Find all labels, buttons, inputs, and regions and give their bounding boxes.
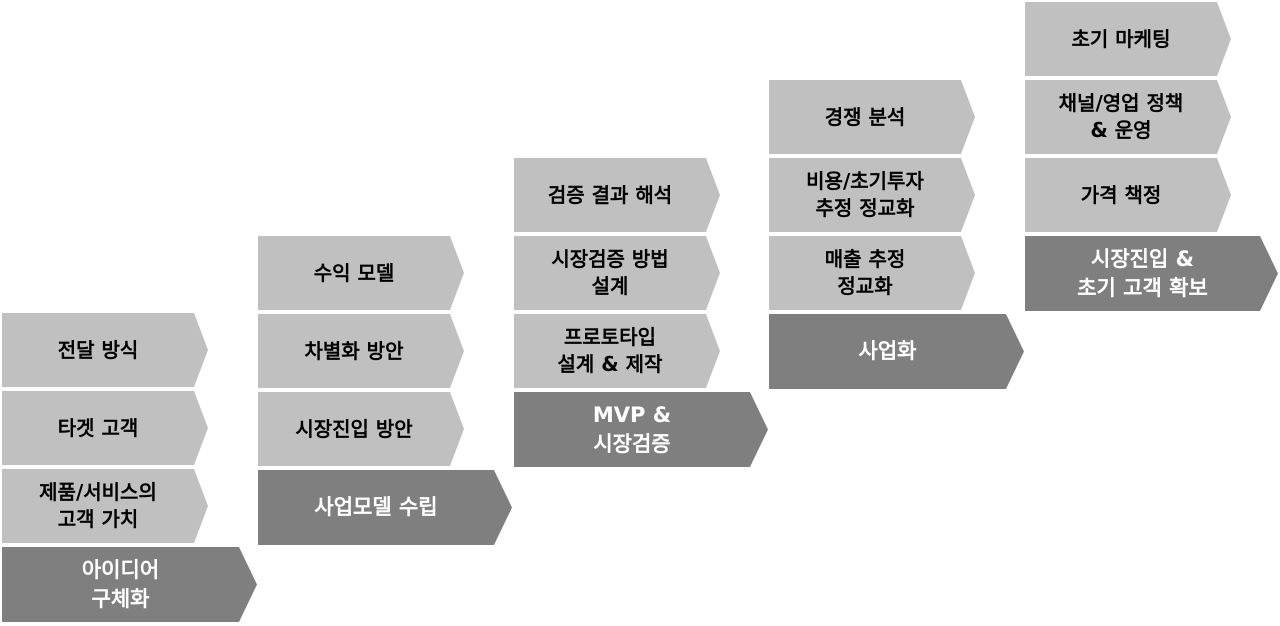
stage2-item-revenue-model: 수익 모델 — [258, 236, 464, 310]
stage4-item-competition: 경쟁 분석 — [769, 80, 975, 154]
stage4-item-cost-estimate: 비용/초기투자 추정 정교화 — [769, 158, 975, 232]
stage5-item-channel-sales: 채널/영업 정책 & 운영 — [1025, 80, 1231, 154]
stage3-item-result-analysis: 검증 결과 해석 — [514, 158, 720, 232]
stage2-item-differentiation: 차별화 방안 — [258, 314, 464, 388]
stage2-item-market-entry-plan: 시장진입 방안 — [258, 392, 464, 466]
stage4-main-commercialization: 사업화 — [769, 314, 1024, 389]
stage3-item-validation-design: 시장검증 방법 설계 — [514, 236, 720, 310]
stage5-main-market-entry: 시장진입 & 초기 고객 확보 — [1025, 236, 1278, 311]
stage1-item-customer-value: 제품/서비스의 고객 가치 — [2, 469, 208, 543]
stage2-main-business-model: 사업모델 수립 — [258, 470, 512, 545]
stage1-item-target-customer: 타겟 고객 — [2, 391, 208, 465]
stage3-item-prototype: 프로토타입 설계 & 제작 — [514, 314, 720, 388]
stage5-item-pricing: 가격 책정 — [1025, 158, 1231, 232]
stage1-main-idea-concretization: 아이디어 구체화 — [2, 547, 257, 622]
stage4-item-sales-estimate: 매출 추정 정교화 — [769, 236, 975, 310]
stage3-main-mvp-validation: MVP & 시장검증 — [514, 392, 768, 467]
stage1-item-delivery-method: 전달 방식 — [2, 313, 208, 387]
stage5-item-early-marketing: 초기 마케팅 — [1025, 2, 1231, 76]
